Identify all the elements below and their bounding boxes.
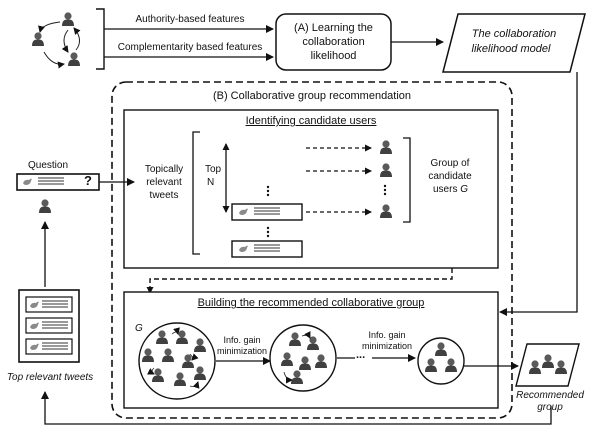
tweets-bracket (192, 131, 200, 255)
identify-to-build-dashed-arrow (146, 268, 453, 294)
info-gain-2-line1: Info. gain (368, 330, 406, 340)
recommended-label-line2: group (537, 402, 563, 413)
authority-features-label: Authority-based features (135, 14, 245, 25)
stage-a-title-line1: (A) Learning the (294, 22, 373, 34)
stage-b-title: (B) Collaborative group recommendation (212, 90, 412, 102)
feedback-loop-arrow (41, 391, 552, 425)
vertical-ellipsis (266, 184, 387, 238)
complementarity-features-label: Complementarity based features (117, 42, 263, 53)
question-mark: ? (84, 173, 92, 188)
final-group-circle (417, 337, 465, 385)
top-relevant-tweets-stack (18, 289, 80, 363)
info-gain-1-line2: minimization (216, 346, 267, 356)
questioner-user-icon (39, 199, 51, 213)
stage-a-title-line2: collaboration (302, 36, 365, 48)
identify-box (123, 109, 499, 269)
top-n-label-line2: N (207, 177, 215, 188)
group-label-line3: users G (433, 184, 469, 195)
model-label-line1: The collaboration (471, 28, 557, 40)
info-gain-ellipsis: ... (356, 349, 366, 361)
topical-label-line2: relevant (146, 177, 182, 188)
top-relevant-tweets-label: Top relevant tweets (6, 372, 94, 383)
g-label: G (135, 323, 143, 334)
recommended-label-line1: Recommended (516, 390, 584, 401)
topical-label-line3: tweets (149, 190, 179, 201)
stage-a-title-line3: likelihood (310, 50, 357, 62)
topical-label-line1: Topically (144, 164, 184, 175)
reduced-group-users (281, 331, 327, 384)
info-gain-2-line2: minimization (361, 341, 412, 351)
tweet-card-icon (231, 203, 303, 221)
info-gain-1-line1: Info. gain (223, 335, 261, 345)
model-parallelogram (442, 13, 586, 73)
build-title: Building the recommended collaborative g… (197, 297, 425, 309)
group-label-line2: candidate (428, 171, 472, 182)
candidates-bracket (403, 137, 411, 223)
user-cycle-icon (32, 12, 81, 69)
model-label-line2: likelihood model (471, 43, 551, 55)
identify-title: Identifying candidate users (245, 115, 377, 127)
model-to-build-arrow (499, 72, 578, 316)
top-n-label-line1: Top (205, 164, 222, 175)
feature-bracket (96, 8, 105, 70)
stage-b-dashed-box (111, 81, 513, 419)
group-label-line1: Group of (430, 158, 470, 169)
question-label: Question (27, 160, 69, 171)
candidate-group-users (142, 327, 206, 389)
tweet-card-icon (231, 240, 303, 258)
